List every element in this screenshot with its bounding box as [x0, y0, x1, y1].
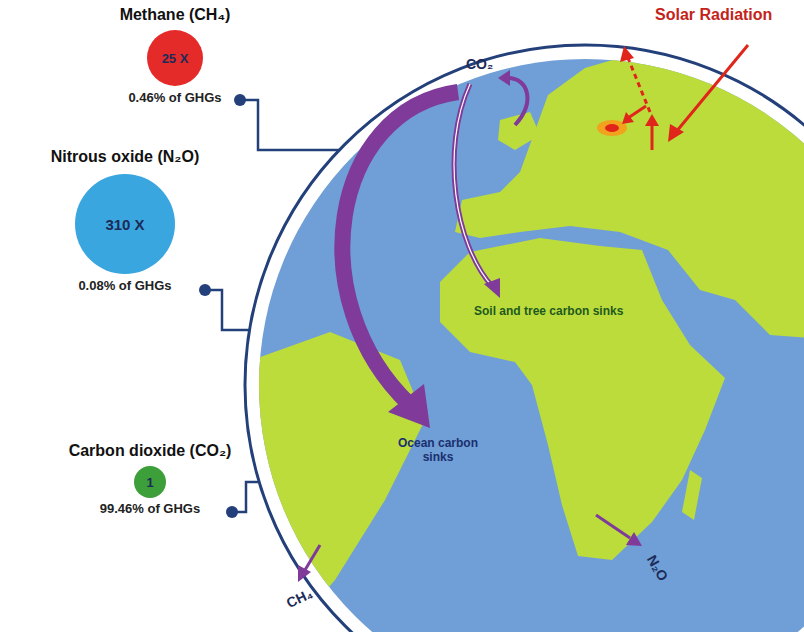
diagram-label: CO₂	[466, 56, 493, 72]
south-america	[240, 332, 425, 632]
gas-heading: Methane (CH₄)	[120, 6, 231, 24]
arrowhead	[620, 46, 634, 62]
arrowhead	[645, 114, 659, 126]
arrowhead	[668, 124, 684, 142]
gas-node: Methane (CH₄) 25 X 0.46% of GHGs	[110, 6, 240, 105]
arrowhead	[498, 70, 510, 86]
circle-fill	[147, 30, 203, 86]
arrowhead	[484, 278, 500, 298]
heat-spot-core	[605, 124, 619, 132]
potency-number: 25 X	[162, 51, 189, 66]
circle-fill	[134, 466, 166, 498]
madagascar	[682, 470, 702, 520]
emission-arrow	[508, 78, 527, 125]
diagram-label: Solar Radiation	[655, 6, 772, 24]
diagram-label: Ocean carbon sinks	[388, 436, 488, 464]
arrowhead	[298, 565, 311, 582]
gas-heading: Carbon dioxide (CO₂)	[69, 442, 232, 460]
arrow-highlight	[454, 84, 492, 286]
carbon-flows	[298, 70, 642, 582]
leader-line	[240, 100, 350, 150]
gas-circle: 1	[134, 466, 166, 498]
potency-number: 310 X	[105, 216, 144, 233]
heat-spot	[597, 120, 627, 136]
solar-radiation	[597, 45, 748, 150]
share-percent: 99.46% of GHGs	[100, 501, 200, 516]
africa	[440, 238, 725, 560]
arrowhead	[388, 384, 430, 428]
gas-node: Nitrous oxide (N₂O) 310 X 0.08% of GHGs	[25, 148, 225, 293]
diagram-label: CH₄	[284, 585, 315, 611]
circle-fill	[75, 174, 175, 274]
soil-sink-arrow	[454, 84, 492, 286]
incoming-ray	[676, 45, 748, 132]
leader-dot	[234, 94, 246, 106]
reflected-ray	[628, 58, 650, 112]
diagram-label: Soil and tree carbon sinks	[474, 304, 623, 318]
share-percent: 0.46% of GHGs	[128, 90, 221, 105]
ch4-arrow	[305, 545, 320, 570]
ocean-sink-arrow	[342, 92, 458, 405]
leader-dot	[226, 506, 238, 518]
gas-node: Carbon dioxide (CO₂) 1 99.46% of GHGs	[60, 442, 240, 516]
gas-heading: Nitrous oxide (N₂O)	[51, 148, 199, 166]
n2o-arrow	[596, 515, 630, 538]
arrowhead	[622, 112, 634, 124]
arrowhead	[626, 532, 642, 546]
leader-dot	[199, 284, 211, 296]
emitted-ray	[651, 124, 654, 150]
share-percent: 0.08% of GHGs	[78, 278, 171, 293]
potency-number: 1	[146, 475, 153, 490]
gas-circle: 25 X	[147, 30, 203, 86]
gas-circle: 310 X	[75, 174, 175, 274]
absorbed-ray	[628, 106, 646, 118]
land	[240, 52, 804, 632]
